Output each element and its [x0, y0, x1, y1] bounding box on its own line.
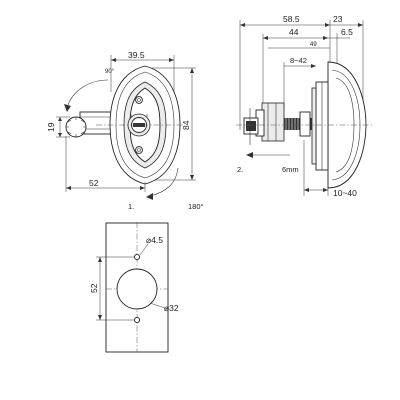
rotation-arrow-cw [146, 167, 179, 200]
large-hole-dimension: ⌀32 [149, 302, 179, 313]
front-view: 39.5 84 19 [46, 50, 204, 211]
offset-label: 52 [89, 178, 99, 188]
pitch-dimension: 52 [89, 256, 135, 321]
step-two-label: 2. [237, 165, 243, 174]
width-label: 39.5 [128, 50, 145, 60]
pitch-label: 52 [89, 283, 99, 293]
bottom-small-hole [133, 316, 141, 324]
panel-label: 10~40 [333, 188, 357, 198]
large-hole-label: ⌀32 [164, 303, 179, 313]
overall-label: 58.5 [283, 14, 300, 24]
shaft-dimension: 19 [46, 116, 70, 138]
small-dimension: 49 [268, 42, 330, 49]
small-label: 49 [310, 42, 317, 48]
cam-latch [243, 108, 259, 145]
side-view: 58.5 23 44 6.5 49 8~42 [236, 14, 372, 198]
screw-holes [135, 96, 143, 154]
head-label: 23 [333, 14, 343, 24]
shaft-label: 19 [46, 122, 56, 132]
panel-dimension: 10~40 [303, 140, 357, 198]
width-dimension: 39.5 [110, 50, 175, 92]
shaft-end [65, 116, 87, 138]
travel-arrow: 2. 6mm [237, 152, 299, 174]
washer-label: 6.5 [341, 27, 353, 37]
range-label: 8~42 [290, 56, 307, 65]
flange [311, 81, 329, 171]
lock-body [255, 102, 285, 142]
rotation-arrow-ccw: 90° [64, 69, 115, 112]
height-label: 84 [181, 120, 191, 130]
range-dimension: 8~42 [283, 56, 316, 110]
rotation-label: 90° [105, 69, 115, 75]
large-hole [116, 268, 158, 310]
step-one-label: 1. [128, 202, 134, 211]
travel-label: 6mm [282, 165, 299, 174]
body-label: 44 [289, 27, 299, 37]
threaded-stem [284, 111, 312, 137]
top-small-hole [133, 253, 141, 261]
small-hole-dimension: ⌀4.5 [139, 235, 163, 256]
turn-label: 180° [188, 202, 204, 211]
small-hole-label: ⌀4.5 [146, 235, 163, 245]
cutout-view: 52 ⌀4.5 ⌀32 [89, 222, 179, 353]
offset-dimension: 52 [65, 136, 146, 192]
